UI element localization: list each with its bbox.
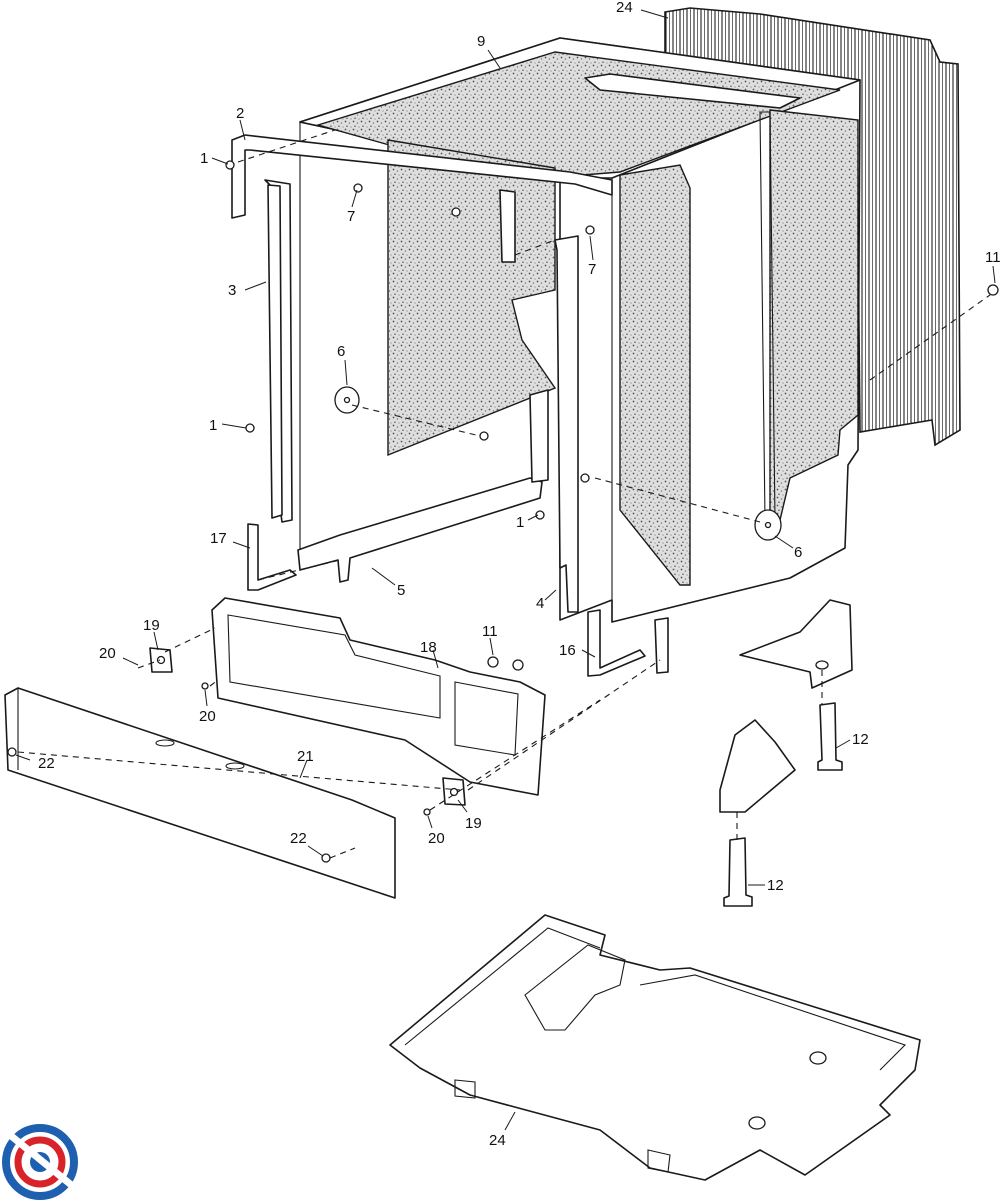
leveling-leg-front	[723, 837, 753, 907]
left-corner-bracket	[247, 523, 297, 591]
label-12-rear: 12	[852, 731, 869, 748]
label-22-left: 22	[38, 755, 55, 772]
label-7-left: 7	[347, 208, 355, 225]
label-9: 9	[477, 33, 485, 50]
left-side-trim	[264, 179, 293, 523]
label-12-front: 12	[767, 877, 784, 894]
label-21: 21	[297, 748, 314, 765]
label-11-base: 11	[482, 623, 498, 640]
label-1-low: 1	[516, 514, 524, 531]
label-6-left: 6	[337, 343, 345, 360]
label-4: 4	[536, 595, 544, 612]
assembly-lines	[17, 129, 991, 859]
label-7-right: 7	[588, 261, 596, 278]
leveling-leg-bracket-front	[719, 719, 796, 813]
label-20-mid: 20	[199, 708, 216, 725]
label-22-right: 22	[290, 830, 307, 847]
screws	[7, 160, 999, 863]
label-16: 16	[559, 642, 576, 659]
clip-left	[149, 647, 173, 673]
label-17: 17	[210, 530, 227, 547]
label-19-left: 19	[143, 617, 160, 634]
label-11-right: 11	[985, 249, 1001, 266]
label-3: 3	[228, 282, 236, 299]
label-10: 24	[616, 0, 633, 16]
label-1-mid: 1	[209, 417, 217, 434]
clip-right	[442, 777, 466, 806]
label-1-top: 1	[200, 150, 208, 167]
label-2: 2	[236, 105, 244, 122]
base-tray	[389, 914, 921, 1181]
leveling-leg-bracket-rear	[739, 599, 853, 689]
tub-cabinet	[299, 37, 861, 623]
brand-logo	[2, 1124, 78, 1200]
label-24: 24	[489, 1132, 506, 1149]
right-corner-bracket	[587, 609, 669, 677]
kick-plate	[4, 687, 396, 899]
leader-lines	[15, 9, 996, 1131]
plug-left	[334, 386, 360, 414]
plug-right	[754, 509, 782, 541]
label-19-right: 19	[465, 815, 482, 832]
base-panel	[211, 597, 546, 796]
top-frame	[231, 134, 613, 263]
label-20-right: 20	[428, 830, 445, 847]
leveling-leg-rear	[817, 702, 843, 771]
label-18: 18	[420, 639, 437, 656]
label-6-right: 6	[794, 544, 802, 561]
part-number-labels: 24 9 2 1 3 1 6 7 7 11 1 4 5 6 17 16 18 1…	[38, 0, 1001, 1149]
label-5: 5	[397, 582, 405, 599]
right-side-trim	[554, 235, 579, 613]
label-20-left: 20	[99, 645, 116, 662]
